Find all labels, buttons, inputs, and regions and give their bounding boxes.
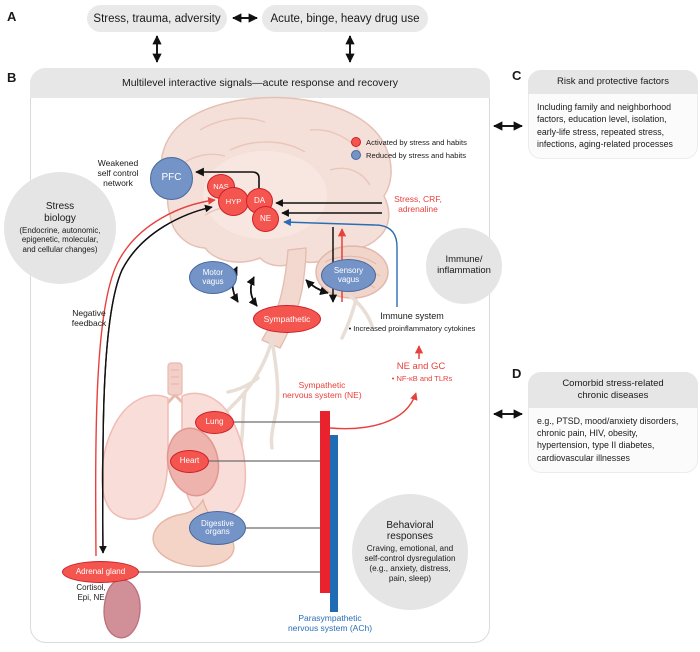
behavioral-responses-circle: Behavioral responses Craving, emotional,…: [352, 494, 468, 610]
body-organs-illustration: [101, 362, 247, 639]
adrenal-gland-node: Adrenal gland: [62, 561, 139, 583]
sympathetic-system-label: Sympathetic nervous system (NE): [282, 380, 362, 401]
weakened-network-label: Weakened self control network: [97, 158, 139, 189]
reduced-dot-icon: [351, 150, 361, 160]
panel-a-label: A: [7, 9, 17, 24]
comorbid-diseases-box: Comorbid stress-related chronic diseases…: [528, 372, 698, 473]
digestive-organs-node: Digestive organs: [189, 511, 246, 545]
stress-biology-title: Stress biology: [44, 201, 76, 224]
legend-reduced: Reduced by stress and habits: [351, 150, 467, 160]
arrows: [94, 13, 523, 557]
sympathetic-node: Sympathetic: [253, 305, 321, 333]
legend: Activated by stress and habits Reduced b…: [351, 137, 467, 163]
stress-biology-subtitle: (Endocrine, autonomic, epigenetic, molec…: [19, 225, 101, 254]
ne-node: NE: [252, 206, 279, 232]
cortisol-epi-ne-label: Cortisol, Epi, NE: [76, 583, 106, 602]
risk-factors-box: Risk and protective factors Including fa…: [528, 70, 698, 160]
immune-inflammation-circle: Immune/ inflammation: [426, 228, 502, 304]
panel-b-label: B: [7, 70, 17, 85]
immune-system-bullet: • Increased proinflammatory cytokines: [348, 324, 476, 333]
stress-biology-circle: Stress biology (Endocrine, autonomic, ep…: [4, 172, 116, 284]
risk-factors-title: Risk and protective factors: [528, 70, 698, 94]
panel-c-label: C: [512, 68, 522, 83]
organ-connectors: [135, 421, 321, 573]
panel-b-title: Multilevel interactive signals—acute res…: [30, 68, 490, 98]
stress-trauma-box: Stress, trauma, adversity: [87, 5, 227, 32]
risk-factors-body: Including family and neighborhood factor…: [537, 101, 673, 149]
legend-reduced-label: Reduced by stress and habits: [366, 150, 467, 160]
immune-system-title: Immune system: [380, 311, 444, 321]
stress-crf-label: Stress, CRF, adrenaline: [394, 194, 442, 215]
ne-gc-label: NE and GC: [396, 361, 446, 372]
behavioral-responses-subtitle: Craving, emotional, and self-control dys…: [364, 544, 456, 584]
heart-node: Heart: [170, 450, 209, 473]
behavioral-responses-title: Behavioral responses: [386, 519, 434, 542]
negative-feedback-label: Negative feedback: [71, 308, 107, 329]
immune-inflammation-label: Immune/ inflammation: [437, 254, 491, 276]
sensory-vagus-node: Sensory vagus: [321, 259, 376, 292]
motor-vagus-node: Motor vagus: [189, 261, 237, 294]
trachea: [167, 362, 183, 396]
right-lung: [101, 394, 169, 520]
hyp-node: HYP: [218, 187, 249, 216]
nas-node: NAS: [207, 174, 235, 199]
activated-dot-icon: [351, 137, 361, 147]
nfkb-tlr-label: • NF-κB and TLRs: [391, 374, 453, 383]
legend-activated: Activated by stress and habits: [351, 137, 467, 147]
parasympathetic-system-label: Parasympathetic nervous system (ACh): [287, 613, 373, 634]
comorbid-diseases-title: Comorbid stress-related chronic diseases: [528, 372, 698, 408]
legend-activated-label: Activated by stress and habits: [366, 137, 467, 147]
pfc-node: PFC: [150, 157, 193, 200]
parasympathetic-bar: [330, 435, 338, 612]
sympathetic-bar: [320, 411, 330, 593]
kidney: [103, 579, 141, 639]
comorbid-diseases-body: e.g., PTSD, mood/anxiety disorders, chro…: [537, 415, 679, 463]
lung-node: Lung: [195, 411, 234, 434]
panel-d-label: D: [512, 366, 522, 381]
drug-use-box: Acute, binge, heavy drug use: [262, 5, 428, 32]
